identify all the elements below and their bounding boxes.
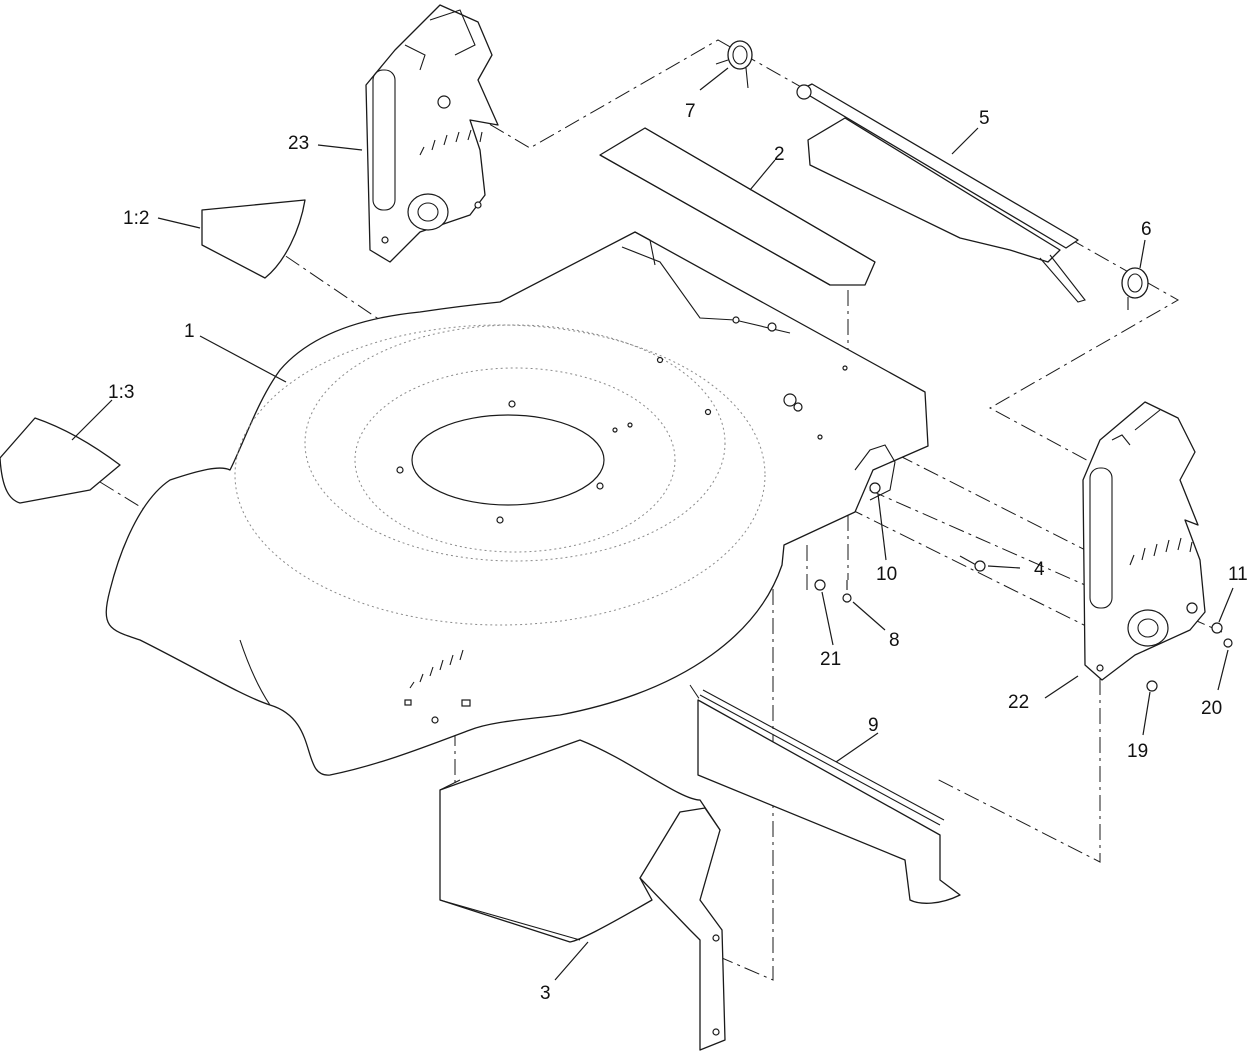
- nut-10: [869, 482, 881, 494]
- callout-20: 20: [1201, 698, 1222, 719]
- callout-21: 21: [820, 649, 841, 670]
- torsion-spring-right: [1121, 267, 1149, 310]
- screw-20: [1223, 638, 1233, 648]
- callout-9: 9: [868, 715, 879, 736]
- callout-8: 8: [889, 630, 900, 651]
- pivot-guard-assembly: [796, 83, 1086, 303]
- deck-housing: [105, 231, 929, 776]
- left-height-adjuster-bracket: [365, 4, 499, 263]
- callout-1-2: 1:2: [123, 208, 149, 229]
- callout-labels: 23 1:2 1 1:3 7 2 5 6 10 4 8 21 11 20 19 …: [108, 101, 1248, 1004]
- callout-3: 3: [540, 983, 551, 1004]
- rear-door-rod-assembly: [697, 689, 961, 904]
- callout-10: 10: [876, 564, 897, 585]
- nut-21: [814, 579, 826, 591]
- decal-1-2: [201, 199, 306, 279]
- bolt-8: [842, 593, 852, 603]
- callout-5: 5: [979, 108, 990, 129]
- callout-6: 6: [1141, 219, 1152, 240]
- callout-leaders: [71, 67, 1234, 981]
- callout-7: 7: [685, 101, 696, 122]
- nut-11: [1211, 622, 1223, 634]
- torsion-spring-left: [715, 40, 753, 89]
- baffle-bar: [599, 127, 876, 286]
- callout-1: 1: [184, 321, 195, 342]
- callout-1-3: 1:3: [108, 382, 134, 403]
- callout-2: 2: [774, 144, 785, 165]
- callout-22: 22: [1008, 692, 1029, 713]
- right-height-adjuster-bracket: [1082, 401, 1206, 681]
- hardware: [814, 482, 1233, 692]
- side-discharge-chute: [439, 739, 726, 1051]
- callout-11: 11: [1228, 564, 1248, 585]
- bolt-19: [1146, 680, 1158, 692]
- callout-4: 4: [1034, 559, 1045, 580]
- callout-19: 19: [1127, 741, 1148, 762]
- decal-1-3: [0, 417, 121, 504]
- callout-23: 23: [288, 133, 309, 154]
